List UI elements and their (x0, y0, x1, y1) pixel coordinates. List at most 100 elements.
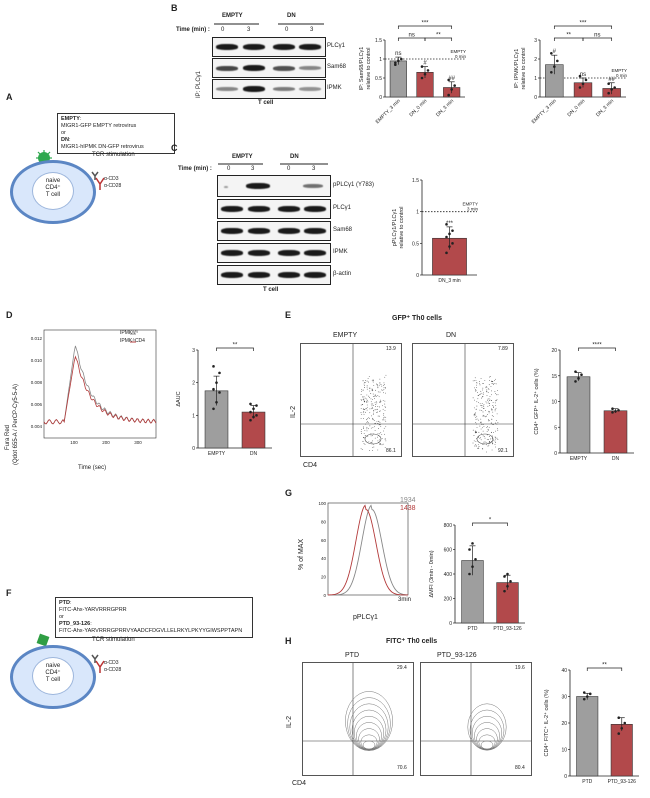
event-dot (379, 415, 380, 417)
empty-desc: MIGR1-GFP EMPTY retrovirus (61, 123, 137, 129)
panel-label-a: A (6, 92, 13, 102)
y-tick-label: 2 (192, 381, 195, 387)
event-dot (368, 441, 370, 443)
h-q1-ur: 29.4 (397, 665, 407, 671)
event-dot (380, 432, 382, 434)
trace-ipmk-flfl (43, 345, 157, 425)
data-point (445, 223, 448, 226)
event-dot (493, 439, 494, 441)
event-dot (360, 394, 362, 395)
event-dot (374, 423, 376, 424)
event-dot (474, 413, 476, 415)
data-point (607, 91, 610, 95)
event-dot (368, 418, 370, 420)
event-dot (494, 383, 496, 385)
event-dot (495, 441, 496, 443)
y-tick-label: 10 (561, 748, 567, 754)
event-dot (370, 393, 372, 394)
event-dot (364, 430, 366, 431)
event-dot (380, 384, 382, 385)
event-dot (488, 444, 490, 446)
event-dot (371, 388, 373, 390)
h-q2-lr: 80.4 (515, 765, 525, 771)
y-tick-label: 400 (444, 572, 453, 578)
event-dot (492, 442, 494, 444)
data-point (613, 86, 616, 89)
data-point (215, 381, 218, 384)
or-text-f: or (59, 614, 64, 620)
data-point (506, 572, 509, 576)
event-dot (375, 422, 376, 424)
event-dot (382, 443, 384, 445)
event-dot (379, 378, 381, 380)
data-point (249, 410, 252, 414)
event-dot (478, 431, 480, 433)
data-point (610, 88, 613, 91)
event-dot (488, 420, 489, 422)
panel-label-f: F (6, 588, 12, 598)
contour-ring (345, 691, 393, 751)
contour-ring (478, 734, 496, 750)
event-dot (494, 391, 496, 393)
event-dot (361, 432, 362, 434)
event-dot (361, 389, 362, 391)
event-dot (481, 397, 482, 399)
data-point (550, 71, 553, 74)
antibody-icon-f (95, 660, 105, 673)
y-tick-label: 0.010 (31, 358, 43, 363)
event-dot (377, 411, 378, 413)
event-dot (475, 443, 477, 445)
event-dot (496, 413, 498, 415)
y-axis-label: pPLCγ1/PLCγ1 (392, 209, 398, 247)
event-dot (378, 385, 380, 387)
event-dot (372, 427, 374, 428)
event-dot (489, 411, 491, 413)
event-dot (363, 414, 365, 416)
event-dot (385, 440, 387, 442)
significance-bracket (578, 347, 616, 351)
data-point (400, 57, 403, 61)
event-dot (362, 426, 364, 428)
event-dot (366, 420, 368, 422)
event-dot (361, 391, 363, 392)
event-dot (475, 390, 477, 392)
event-dot (482, 430, 484, 432)
event-dot (484, 437, 486, 439)
event-dot (487, 388, 489, 390)
y-tick-label: 100 (318, 501, 326, 506)
event-dot (475, 432, 477, 434)
g-xlabel: pPLCγ1 (353, 614, 378, 621)
event-dot (360, 398, 362, 400)
y-tick-label: 0 (192, 446, 195, 452)
event-dot (379, 382, 381, 384)
event-dot (484, 380, 486, 382)
event-dot (363, 397, 365, 399)
reference-label: EMPTY (450, 49, 466, 54)
acd3-label-a: α-CD3 (104, 176, 119, 182)
event-dot (491, 435, 493, 437)
event-dot (373, 419, 375, 421)
data-point (218, 371, 221, 375)
event-dot (365, 408, 367, 409)
y-axis-label: relative to control (521, 48, 527, 90)
data-point (252, 407, 255, 411)
event-dot (374, 394, 376, 396)
event-dot (367, 418, 368, 420)
significance-bracket (586, 667, 623, 671)
event-dot (375, 389, 377, 391)
event-dot (362, 418, 364, 419)
x-tick-label: PTD_93-126 (608, 779, 637, 785)
x-tick-label: 200 (102, 440, 110, 445)
event-dot (375, 404, 377, 405)
event-dot (481, 407, 483, 408)
event-dot (372, 435, 373, 437)
y-tick-label: 0 (379, 95, 382, 101)
y-tick-label: 40 (321, 556, 327, 561)
event-dot (374, 409, 376, 411)
event-dot (482, 414, 484, 416)
event-dot (488, 419, 489, 420)
